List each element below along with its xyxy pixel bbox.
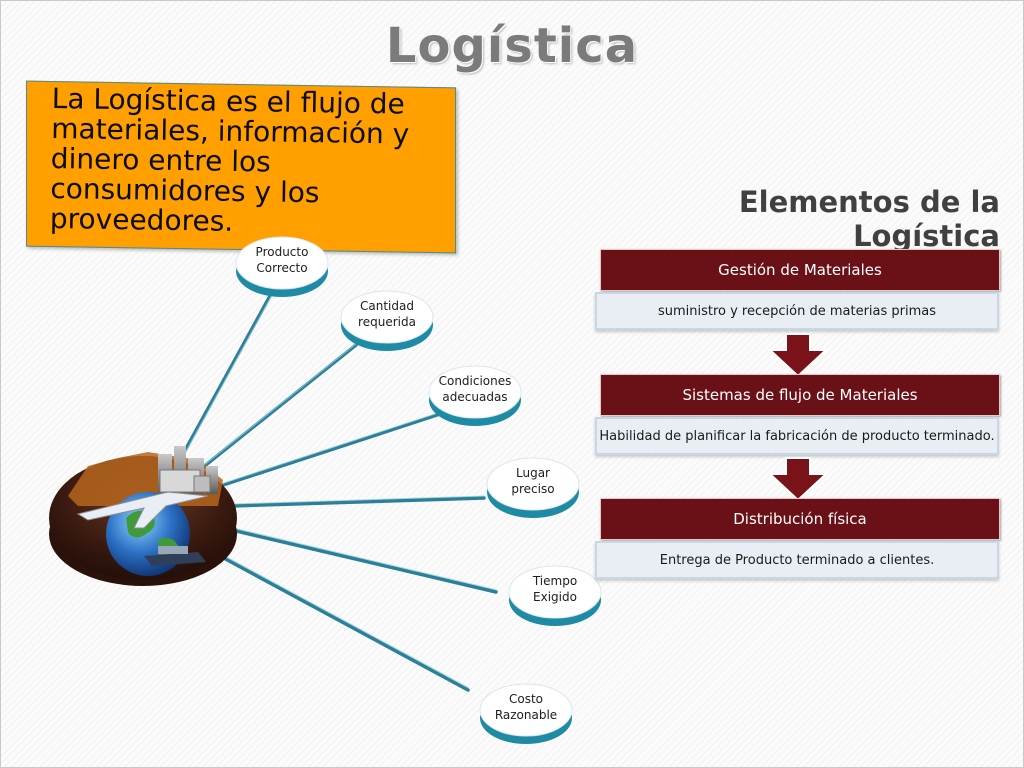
bubble-costo-razonable: Costo Razonable [478,682,574,746]
down-arrow-icon [768,457,828,502]
flow-step-1-header: Gestión de Materiales [600,249,1000,291]
bubble-label: Producto Correcto [255,245,309,275]
flow-step-3-header: Distribución física [600,498,1000,540]
flow-step-1-body: suministro y recepción de materias prima… [595,292,999,330]
bubble-condiciones-adecuadas: Condiciones adecuadas [427,364,523,428]
globe-transport-icon [48,436,238,588]
bubble-label: Costo Razonable [494,692,558,722]
bubble-lugar-preciso: Lugar preciso [485,456,581,520]
definition-text: La Logística es el flujo de materiales, … [49,82,410,238]
bubble-label: Lugar preciso [511,466,555,496]
page-title: Logística [385,18,639,74]
flow-step-3-body: Entrega de Producto terminado a clientes… [595,541,999,579]
flow-step-2-body: Habilidad de planificar la fabricación d… [595,417,999,455]
flow-step-2-header: Sistemas de flujo de Materiales [600,374,1000,416]
bubble-producto-correcto: Producto Correcto [234,235,330,299]
bubble-tiempo-exigido: Tiempo Exigido [507,564,603,628]
bubble-label: Cantidad requerida [358,299,416,329]
elements-title: Elementos de la Logística [738,185,1000,253]
bubble-cantidad-requerida: Cantidad requerida [339,289,435,353]
down-arrow-icon [768,333,828,378]
bubble-label: Tiempo Exigido [532,574,578,604]
bubble-label: Condiciones adecuadas [438,374,512,404]
